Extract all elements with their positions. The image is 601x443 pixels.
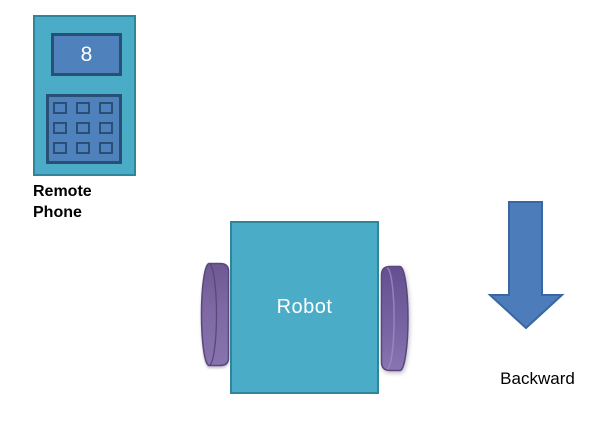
phone-label: Remote Phone <box>33 181 92 223</box>
keypad-key <box>99 102 113 114</box>
keypad-key <box>53 142 67 154</box>
keypad-key <box>99 122 113 134</box>
phone-label-line1: Remote <box>33 183 92 200</box>
robot-right-wheel <box>380 265 409 372</box>
keypad-key <box>53 102 67 114</box>
robot-left-wheel <box>200 262 230 367</box>
robot-label: Robot <box>276 296 333 318</box>
keypad-key <box>76 122 90 134</box>
keypad-key <box>76 142 90 154</box>
robot-body: Robot <box>230 221 379 394</box>
phone-keypad <box>46 94 122 164</box>
phone-screen: 8 <box>51 33 122 76</box>
phone-display-value: 8 <box>80 43 93 66</box>
backward-arrow-icon <box>487 201 565 330</box>
keypad-key <box>76 102 90 114</box>
phone-label-line2: Phone <box>33 204 82 221</box>
keypad-key <box>99 142 113 154</box>
backward-label: Backward <box>500 369 575 388</box>
keypad-key <box>53 122 67 134</box>
